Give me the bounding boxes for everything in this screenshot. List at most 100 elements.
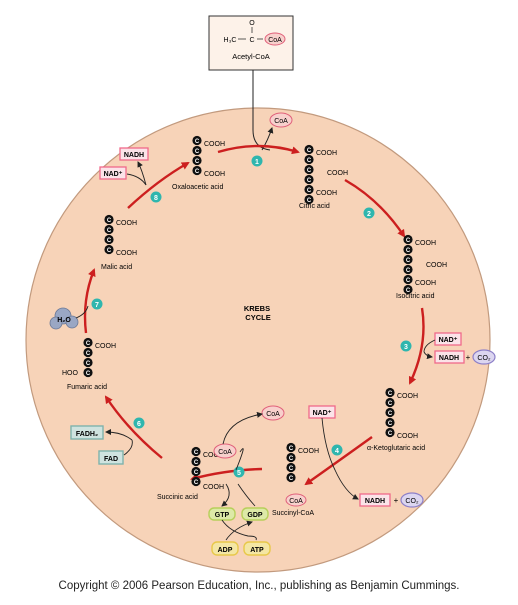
h2o-cofactor: H₂O: [49, 305, 89, 330]
carbon-atom: [403, 274, 413, 285]
step-badge-4: 4: [331, 444, 343, 456]
krebs-title: KREBS CYCLE: [244, 304, 272, 322]
arrow-step-6: [104, 395, 163, 459]
coa-released-1-label: CoA: [274, 118, 288, 125]
carbon-atom: [286, 452, 296, 463]
molecule-labels: COOH COOH Oxaloacetic acid COOH COOH COO…: [62, 141, 447, 517]
step-badge-3: 3: [400, 340, 412, 352]
carbon-atom: [104, 244, 114, 255]
arrow-step-5: [190, 467, 263, 482]
coa-released-1: [269, 112, 293, 128]
carbon-label: C: [107, 248, 112, 254]
svg-text:3: 3: [404, 344, 408, 351]
nad-8-label: NAD⁺: [104, 171, 123, 178]
step4-cofactors: NAD⁺ NADH + CO₂: [308, 405, 424, 508]
fumaric-cooh-top: COOH: [95, 343, 116, 350]
acetyl-h3c: H₃C: [224, 37, 237, 44]
arrow-step-3: [408, 307, 425, 385]
carbon-label: C: [307, 178, 312, 184]
carbon-label: C: [289, 456, 294, 462]
succinic-cooh-top: COOH: [203, 452, 224, 459]
carbon-label: C: [86, 371, 91, 377]
nadh-3-label: NADH: [439, 355, 459, 362]
carbon-label: C: [194, 470, 199, 476]
carbon-label: C: [107, 228, 112, 234]
carbon-atom: [83, 367, 93, 378]
arrow-step-2: [344, 178, 406, 238]
step6-cofactors: FADH₂ FAD: [70, 425, 133, 465]
carbon-label: C: [307, 198, 312, 204]
carbon-label: C: [406, 278, 411, 284]
acetyl-o: O: [249, 20, 255, 27]
carbon-label: C: [307, 168, 312, 174]
coa-out5-label: CoA: [266, 411, 280, 418]
nad-4-label: NAD⁺: [313, 410, 332, 417]
carbon-atom: [191, 446, 201, 457]
carbon-atom: [403, 244, 413, 255]
carbon-label: C: [195, 149, 200, 155]
citric-cooh-bottom: COOH: [316, 190, 337, 197]
carbon-atom: [304, 154, 314, 165]
ketoglutaric-cooh-top: COOH: [397, 393, 418, 400]
isocitric-cooh-top: COOH: [415, 240, 436, 247]
oxaloacetic-name: Oxaloacetic acid: [172, 184, 223, 191]
citric-name: Citric acid: [299, 203, 330, 210]
carbon-label: C: [406, 288, 411, 294]
carbon-atom: [403, 284, 413, 295]
carbon-atom: [192, 145, 202, 156]
carbon-atom: [403, 264, 413, 275]
svg-text:1: 1: [255, 159, 259, 166]
svg-text:6: 6: [137, 421, 141, 428]
acetyl-entry-line: [252, 70, 271, 151]
malic-cooh-top: COOH: [116, 220, 137, 227]
co2-4-label: CO₂: [405, 498, 419, 505]
carbon-atom: [286, 472, 296, 483]
svg-text:7: 7: [95, 302, 99, 309]
step-badge-1: 1: [251, 155, 263, 167]
carbon-atom: [191, 476, 201, 487]
carbon-atom: [192, 165, 202, 176]
step-badge-2: 2: [363, 207, 375, 219]
carbon-label: C: [289, 466, 294, 472]
svg-text:4: 4: [335, 448, 339, 455]
coa-in5-label: CoA: [218, 449, 232, 456]
carbon-label: C: [406, 238, 411, 244]
carbon-label: C: [289, 446, 294, 452]
carbon-atom: [192, 135, 202, 146]
carbon-label: C: [194, 480, 199, 486]
carbon-atom: [83, 357, 93, 368]
fumaric-name: Fumaric acid: [67, 384, 107, 391]
carbon-label: C: [406, 268, 411, 274]
carbon-atom: [304, 164, 314, 175]
plus-4: +: [394, 496, 399, 505]
cycle-background: [25, 107, 491, 573]
gdp-label: GDP: [247, 512, 263, 519]
carbon-label: C: [406, 258, 411, 264]
carbon-label: C: [194, 450, 199, 456]
carbon-label: C: [307, 148, 312, 154]
svg-text:CoA: CoA: [289, 498, 303, 505]
acetyl-c: C: [249, 37, 254, 44]
nad-3-label: NAD⁺: [439, 337, 458, 344]
carbon-atom: [83, 337, 93, 348]
cycle-arrows: [83, 144, 425, 486]
carbon-atom: [192, 155, 202, 166]
gtp-label: GTP: [215, 512, 230, 519]
carbon-atom: [286, 462, 296, 473]
arrow-step-8: [127, 161, 190, 209]
atp-label: ATP: [250, 547, 264, 554]
nadh-4-label: NADH: [365, 498, 385, 505]
carbon-atom: [304, 144, 314, 155]
carbon-label: C: [195, 159, 200, 165]
carbon-label: C: [388, 401, 393, 407]
carbon-atom: [104, 224, 114, 235]
nadh-8-label: NADH: [124, 152, 144, 159]
succinyl-cooh-top: COOH: [298, 448, 319, 455]
step5-cofactors: CoA CoA GTP GDP ADP ATP: [208, 405, 285, 556]
carbon-label: C: [86, 361, 91, 367]
